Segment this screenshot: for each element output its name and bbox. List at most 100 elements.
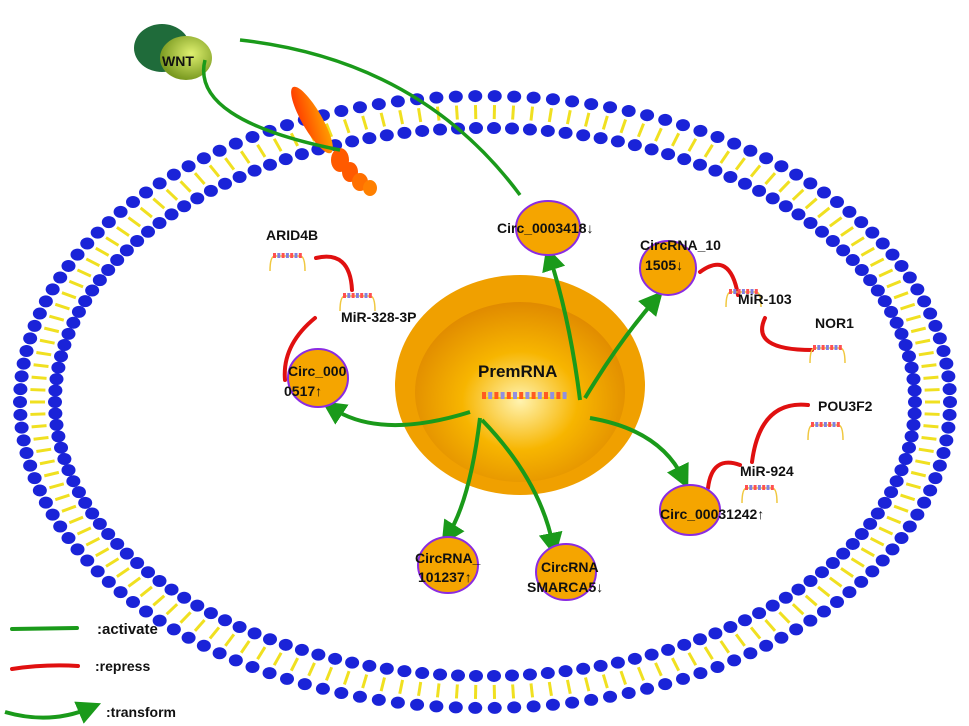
lipid-head-inner [71, 486, 86, 499]
lipid-head-outer [448, 90, 463, 103]
lipid-head-inner [247, 627, 262, 640]
lipid-head-inner [203, 607, 218, 620]
lipid-tail [915, 459, 931, 466]
lipid-head-outer [910, 508, 925, 521]
lipid-head-inner [723, 620, 738, 633]
lipid-tail [435, 683, 441, 698]
lipid-head-inner [644, 143, 659, 156]
lipid-head-inner [218, 177, 233, 190]
circ0000517-node [287, 348, 349, 408]
lipid-head-outer [943, 396, 957, 408]
lipid-tail [584, 112, 591, 127]
lipid-tail [165, 603, 179, 616]
lipid-tail [734, 633, 746, 647]
lipid-head-outer [113, 586, 128, 599]
wnt-ligand: WNT [134, 24, 212, 80]
circrna101237-label-1: CircRNA_ [415, 550, 481, 566]
lipid-head-inner [362, 132, 377, 145]
lipid-head-inner [593, 659, 608, 672]
lipid-head-inner [854, 528, 869, 541]
lipid-head-outer [565, 696, 580, 709]
lipid-tail [152, 594, 166, 607]
lipid-tail [61, 291, 77, 300]
lipid-tail [893, 504, 909, 513]
lipid-head-inner [540, 667, 555, 680]
lipid-head-outer [902, 520, 917, 533]
lipid-head-outer [774, 631, 789, 644]
lipid-head-inner [522, 668, 537, 681]
lipid-head-inner [765, 599, 780, 612]
lipid-tail [791, 188, 805, 201]
lipid-head-outer [61, 532, 76, 545]
lipid-head-outer [789, 168, 804, 181]
lipid-tail [193, 172, 206, 185]
lipid-head-outer [45, 508, 60, 521]
lipid-head-outer [830, 595, 845, 608]
lipid-head-outer [507, 90, 522, 103]
lipid-head-inner [558, 126, 573, 139]
lipid-head-inner [884, 486, 899, 499]
lipid-head-inner [870, 284, 885, 297]
lipid-head-inner [379, 129, 394, 142]
lipid-tail [76, 268, 92, 278]
lipid-tail [601, 674, 609, 689]
lipid-head-outer [789, 623, 804, 636]
lipid-tail [54, 493, 70, 502]
lipid-head-outer [487, 701, 502, 714]
lipid-tail [49, 482, 65, 490]
transform-arrow-circrna-smarca5 [480, 418, 563, 557]
lipid-tail [193, 619, 206, 632]
lipid-head-outer [894, 259, 909, 272]
lipid-head-outer [139, 186, 154, 199]
lipid-head-inner [345, 656, 360, 669]
lipid-head-inner [661, 643, 676, 656]
lipid-tail [918, 447, 934, 454]
lipid-tail [36, 447, 52, 454]
lipid-head-inner [610, 135, 625, 148]
lipid-head-inner [101, 263, 116, 276]
lipid-head-inner [593, 132, 608, 145]
nucleus: PremRNA [395, 275, 645, 495]
lipid-head-inner [791, 583, 806, 596]
lipid-head-outer [315, 682, 330, 695]
lipid-head-inner [119, 244, 134, 257]
lipid-head-outer [262, 667, 277, 680]
lipid-head-outer [942, 408, 957, 421]
lipid-head-inner [898, 452, 913, 465]
lipid-head-outer [429, 91, 444, 104]
lipid-head-outer [32, 484, 47, 497]
lipid-tail [547, 107, 553, 123]
lipid-head-outer [710, 661, 725, 674]
lipid-tail [342, 670, 351, 685]
lipid-head-outer [693, 124, 708, 137]
lipid-head-outer [448, 701, 463, 714]
circrna101505-label-1: CircRNA_10 [640, 237, 721, 253]
lipid-tail [921, 435, 937, 441]
lipid-head-outer [941, 421, 956, 434]
lipid-tail [764, 172, 777, 185]
lipid-head-outer [139, 605, 154, 618]
lipid-tail [105, 236, 120, 247]
lipid-head-inner [78, 295, 93, 308]
lipid-tail [529, 683, 535, 698]
lipid-head-outer [371, 98, 386, 111]
lipid-head-inner [610, 656, 625, 669]
lipid-head-outer [429, 700, 444, 713]
lipid-head-outer [23, 332, 38, 345]
lipid-head-outer [942, 383, 957, 396]
lipid-head-inner [232, 620, 247, 633]
repress-circ00031242-mir924 [706, 460, 742, 490]
lipid-head-outer [923, 484, 938, 497]
circ0000517-label-2: 0517↑ [284, 383, 322, 399]
circrna101237-node [417, 536, 479, 594]
lipid-tail [601, 115, 609, 130]
lipid-tail [95, 246, 110, 257]
lipid-tail [860, 547, 875, 558]
lipid-head-inner [110, 537, 125, 550]
lipid-tail [900, 302, 916, 311]
transform-arrow-circrna101505 [583, 290, 663, 400]
lipid-head-inner [278, 153, 293, 166]
lipid-head-outer [101, 216, 116, 229]
lipid-head-inner [870, 507, 885, 520]
